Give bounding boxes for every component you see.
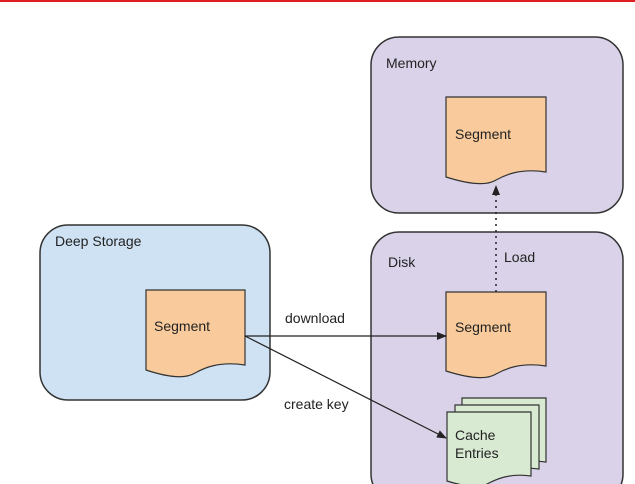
download-label: download	[285, 310, 345, 326]
create-key-label: create key	[284, 396, 349, 412]
disk-segment-node: Segment	[445, 291, 547, 379]
memory-segment-label: Segment	[455, 126, 511, 142]
cache-entries-node: Cache Entries	[446, 397, 547, 484]
disk-segment-label: Segment	[455, 319, 511, 335]
memory-label: Memory	[386, 55, 437, 71]
load-label: Load	[504, 249, 535, 265]
memory-segment-node: Segment	[445, 96, 547, 185]
download-edge: download	[245, 310, 447, 340]
cache-label-line1: Cache	[455, 427, 496, 443]
deep-storage-label: Deep Storage	[55, 233, 142, 249]
deep-segment-node: Segment	[145, 289, 246, 378]
load-edge: Load	[492, 185, 535, 292]
disk-label: Disk	[388, 254, 416, 270]
deep-segment-label: Segment	[154, 318, 210, 334]
create-key-edge: create key	[244, 335, 447, 439]
cache-label-line2: Entries	[455, 445, 499, 461]
top-accent-rule	[0, 0, 635, 2]
